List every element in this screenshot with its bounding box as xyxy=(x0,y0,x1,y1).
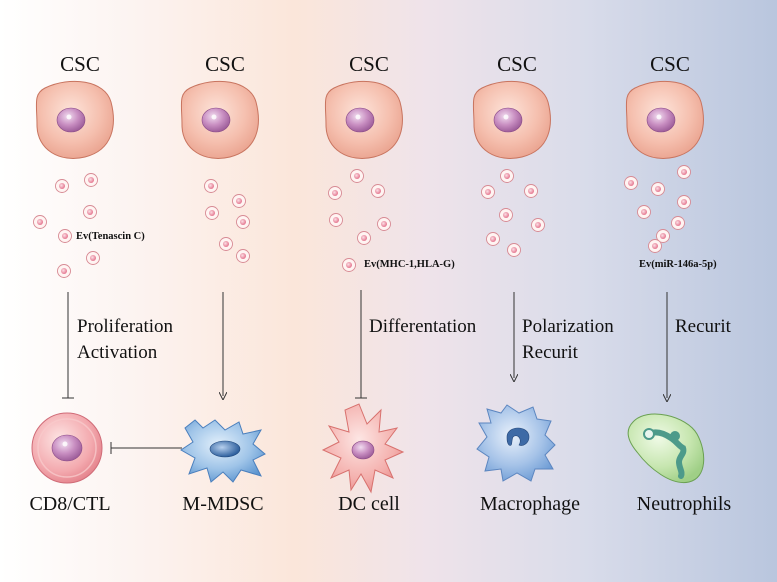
vesicle xyxy=(624,176,638,190)
csc-cell-3 xyxy=(324,80,403,159)
target-label-neutrophils: Neutrophils xyxy=(636,493,732,515)
vesicle xyxy=(656,229,670,243)
process-label-recurit-macrophage: Recurit xyxy=(522,342,578,363)
vesicle xyxy=(377,217,391,231)
vesicle xyxy=(328,186,342,200)
vesicle xyxy=(481,185,495,199)
vesicle xyxy=(499,208,513,222)
csc-label-5: CSC xyxy=(650,52,690,76)
target-label-m-mdsc: M-MDSC xyxy=(182,493,264,515)
vesicle xyxy=(55,179,69,193)
vesicle xyxy=(524,184,538,198)
vesicle xyxy=(677,165,691,179)
vesicle xyxy=(236,249,250,263)
ev-label-mir146a: Ev(miR-146a-5p) xyxy=(639,259,717,270)
vesicle xyxy=(350,169,364,183)
csc-cell-2 xyxy=(180,80,259,159)
vesicle xyxy=(342,258,356,272)
vesicle xyxy=(486,232,500,246)
csc-label-3: CSC xyxy=(349,52,389,76)
ev-label-mhc: Ev(MHC-1,HLA-G) xyxy=(364,259,455,270)
macrophage-cell xyxy=(476,404,556,482)
ev-label-tenascin: Ev(Tenascin C) xyxy=(76,231,145,242)
csc-cell-1 xyxy=(35,80,114,159)
nucleus-1 xyxy=(56,107,86,133)
csc-cell-4 xyxy=(472,80,551,159)
process-label-proliferation: Proliferation xyxy=(77,316,174,337)
vesicle xyxy=(219,237,233,251)
vesicle xyxy=(58,229,72,243)
vesicle xyxy=(57,264,71,278)
m-mdsc-cell xyxy=(180,419,266,483)
nucleus-2 xyxy=(201,107,231,133)
vesicle xyxy=(329,213,343,227)
vesicle xyxy=(648,239,662,253)
vesicle xyxy=(232,194,246,208)
vesicle xyxy=(500,169,514,183)
vesicle xyxy=(236,215,250,229)
target-label-cd8-ctl: CD8/CTL xyxy=(29,493,111,515)
csc-label-4: CSC xyxy=(497,52,537,76)
vesicle xyxy=(83,205,97,219)
dc-cell xyxy=(321,403,405,494)
nucleus-3 xyxy=(345,107,375,133)
target-label-macrophage: Macrophage xyxy=(480,493,580,515)
vesicle xyxy=(507,243,521,257)
nucleus-4 xyxy=(493,107,523,133)
neutrophil-cell xyxy=(627,413,705,484)
vesicle xyxy=(357,231,371,245)
vesicle xyxy=(677,195,691,209)
vesicle xyxy=(651,182,665,196)
vesicle xyxy=(637,205,651,219)
csc-label-2: CSC xyxy=(205,52,245,76)
vesicle xyxy=(86,251,100,265)
process-label-recurit-neutrophil: Recurit xyxy=(675,316,731,337)
process-label-activation: Activation xyxy=(77,342,158,363)
csc-cell-5 xyxy=(625,80,704,159)
vesicle xyxy=(531,218,545,232)
process-label-polarization: Polarization xyxy=(522,316,614,337)
vesicle xyxy=(205,206,219,220)
vesicle xyxy=(84,173,98,187)
csc-label-1: CSC xyxy=(60,52,100,76)
vesicle xyxy=(33,215,47,229)
vesicle xyxy=(371,184,385,198)
nucleus-5 xyxy=(646,107,676,133)
vesicle xyxy=(204,179,218,193)
target-label-dc-cell: DC cell xyxy=(338,493,400,515)
extracellular-vesicles xyxy=(33,165,691,278)
cd8-ctl-cell xyxy=(31,412,103,484)
process-label-differentation: Differentation xyxy=(369,316,477,337)
vesicle xyxy=(671,216,685,230)
